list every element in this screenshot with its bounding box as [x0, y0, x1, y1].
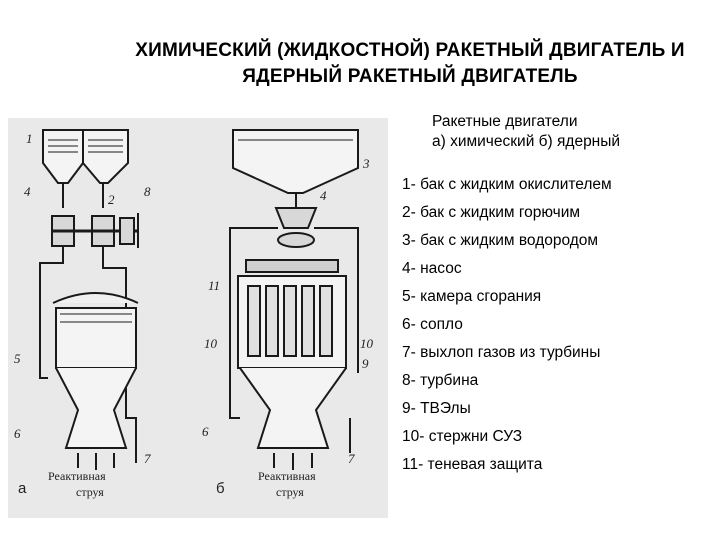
legend-item: 4- насос: [402, 260, 462, 277]
callout-a-2: 2: [108, 192, 115, 207]
hydrogen-tank: [232, 129, 359, 194]
caption-line-1: Ракетные двигатели: [432, 113, 578, 130]
legend-item: 6- сопло: [402, 316, 463, 333]
hydrogen-pump: [274, 207, 318, 229]
legend-item: 10- стержни СУЗ: [402, 428, 523, 445]
jet-label-a-1: Реактивная: [48, 469, 106, 483]
legend-item: 1- бак с жидким окислителем: [402, 176, 612, 193]
callout-b-4: 4: [320, 188, 327, 203]
caption-line-2: а) химический б) ядерный: [432, 133, 621, 150]
turbine-b: [277, 232, 315, 248]
callout-b-3: 3: [362, 156, 370, 171]
title-line-1: ХИМИЧЕСКИЙ (ЖИДКОСТНОЙ) РАКЕТНЫЙ ДВИГАТЕ…: [135, 40, 685, 61]
legend-item: 3- бак с жидким водородом: [402, 232, 599, 249]
legend-item: 5- камера сгорания: [402, 288, 542, 305]
fuel-element: [283, 285, 297, 357]
callout-b-9: 9: [362, 356, 369, 371]
fuel-tank: [82, 129, 129, 184]
legend-item: 9- ТВЭлы: [402, 400, 471, 417]
subfigure-label-b: б: [216, 480, 225, 497]
engines-schematic: 1 2 4 8 5 6 7 3 4 11 10 10 9 6 7 Реактив…: [8, 118, 388, 518]
callout-a-1: 1: [26, 131, 33, 146]
callout-a-6: 6: [14, 426, 21, 441]
legend-list: 1- бак с жидким окислителем 2- бак с жид…: [402, 174, 612, 482]
callout-a-5: 5: [14, 351, 21, 366]
fuel-element: [247, 285, 261, 357]
shadow-shield: [245, 259, 339, 273]
title-line-2: ЯДЕРНЫЙ РАКЕТНЫЙ ДВИГАТЕЛЬ: [242, 66, 578, 87]
figure-caption: Ракетные двигатели а) химический б) ядер…: [432, 112, 620, 152]
callout-b-6: 6: [202, 424, 209, 439]
fuel-element: [265, 285, 279, 357]
jet-label-a-2: струя: [76, 485, 104, 499]
legend-item: 8- турбина: [402, 372, 479, 389]
nozzle-a: [55, 367, 137, 449]
fuel-element: [301, 285, 315, 357]
engines-figure: 1 2 4 8 5 6 7 3 4 11 10 10 9 6 7 Реактив…: [8, 118, 388, 518]
subfigure-label-a: а: [18, 480, 27, 497]
combustion-chamber: [55, 307, 137, 369]
callout-b-10-right: 10: [360, 336, 374, 351]
fuel-element: [319, 285, 333, 357]
callout-a-7: 7: [144, 451, 151, 466]
callout-a-4: 4: [24, 184, 31, 199]
callout-b-7: 7: [348, 451, 355, 466]
callout-b-11: 11: [208, 278, 220, 293]
nozzle-b: [239, 367, 347, 449]
legend-item: 11- теневая защита: [402, 456, 543, 473]
jet-label-b-2: струя: [276, 485, 304, 499]
chemical-engine: [39, 129, 139, 470]
legend-item: 7- выхлоп газов из турбины: [402, 344, 601, 361]
jet-label-b-1: Реактивная: [258, 469, 316, 483]
legend-item: 2- бак с жидким горючим: [402, 204, 581, 221]
nuclear-engine: [229, 129, 359, 470]
callout-b-10-left: 10: [204, 336, 218, 351]
turbine: [119, 217, 135, 245]
callout-a-8: 8: [144, 184, 151, 199]
injector-head: [52, 292, 139, 304]
